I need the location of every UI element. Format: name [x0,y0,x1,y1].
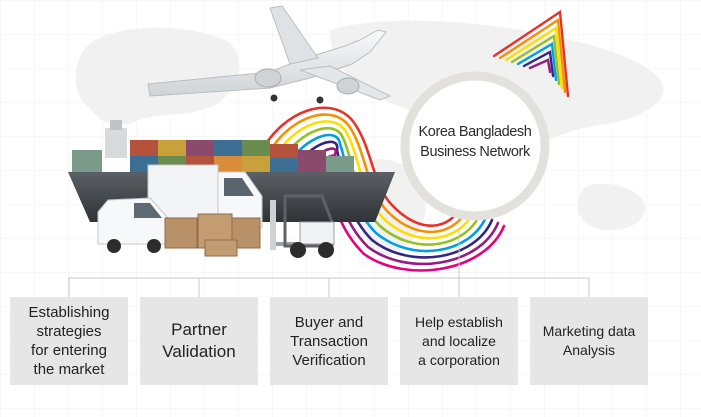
forklift [270,194,335,258]
network-title-line-2: Business Network [420,144,530,160]
service-line: Analysis [562,342,616,358]
service-line: Validation [162,342,236,361]
network-title-line-1: Korea Bangladesh [418,124,532,140]
connector-lines [68,230,590,297]
service-box-buyer-verification: Buyer and Transaction Verification [270,297,388,385]
service-line: Partner [171,320,227,339]
service-line: Help establish [415,313,503,330]
service-line: the market [33,361,105,378]
service-line: Transaction [290,332,368,350]
van [97,197,169,253]
service-line: Marketing data [542,323,636,339]
airplane [147,5,392,104]
service-line: Buyer and [294,313,364,331]
service-line: Verification [292,351,366,369]
service-box-corporation-localization: Help establish and localize a corporatio… [400,297,518,385]
service-line: Establishing [28,304,110,321]
service-box-marketing-analysis: Marketing data Analysis [530,297,648,385]
network-circle [400,71,550,221]
rainbow-triangle [492,9,570,98]
network-title: Korea Bangladesh Business Network [405,122,545,162]
service-box-partner-validation: Partner Validation [140,297,258,385]
cardboard-boxes [164,213,261,257]
service-line: for entering [31,342,107,359]
service-line: and localize [422,332,496,349]
service-line: a corporation [418,351,500,368]
service-line: strategies [36,323,102,340]
service-box-market-strategy: Establishing strategies for entering the… [10,297,128,385]
